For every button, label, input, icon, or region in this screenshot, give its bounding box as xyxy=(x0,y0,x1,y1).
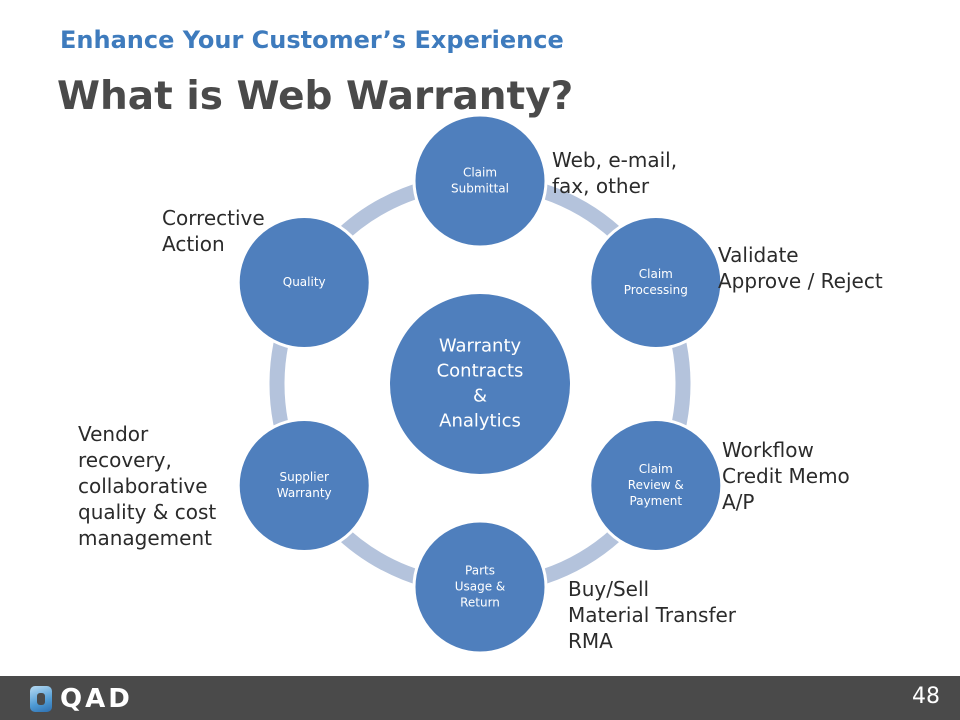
node-parts-usage-return xyxy=(412,519,548,655)
node-claim-review-payment xyxy=(588,418,724,553)
node-quality xyxy=(236,215,372,350)
qad-logo: QAD xyxy=(30,684,133,714)
center-label-line: & xyxy=(473,386,487,407)
center-label-line: Analytics xyxy=(439,411,521,432)
node-label-parts-usage-return: Parts xyxy=(465,564,495,578)
node-label-parts-usage-return: Return xyxy=(460,596,500,610)
node-label-claim-submittal: Submittal xyxy=(451,182,509,196)
node-label-supplier-warranty: Supplier xyxy=(279,470,329,484)
annotation-claim-submittal: Web, e-mail, fax, other xyxy=(552,148,678,198)
annotation-claim-processing: Validate Approve / Reject xyxy=(718,243,883,293)
page-number: 48 xyxy=(912,684,940,709)
node-label-supplier-warranty: Warranty xyxy=(277,486,332,500)
qad-logo-icon xyxy=(30,686,52,712)
center-label-line: Warranty xyxy=(439,336,522,357)
node-claim-submittal xyxy=(412,113,548,249)
annotation-supplier-warranty: Vendor recovery, collaborative quality &… xyxy=(78,422,217,550)
node-label-claim-processing: Processing xyxy=(624,283,688,297)
slide-title: What is Web Warranty? xyxy=(57,74,574,119)
annotation-claim-review-payment: Workflow Credit Memo A/P xyxy=(722,438,850,514)
node-label-claim-review-payment: Payment xyxy=(630,494,683,508)
node-label-claim-review-payment: Claim xyxy=(639,462,673,476)
qad-logo-text: QAD xyxy=(60,684,133,714)
annotation-parts-usage-return: Buy/Sell Material Transfer RMA xyxy=(568,577,737,653)
center-label-line: Contracts xyxy=(437,361,524,382)
node-claim-processing xyxy=(588,215,724,350)
node-label-claim-submittal: Claim xyxy=(463,166,497,180)
slide-subtitle: Enhance Your Customer’s Experience xyxy=(60,26,564,54)
annotation-quality: Corrective Action xyxy=(162,206,265,256)
node-supplier-warranty xyxy=(236,418,372,553)
node-label-parts-usage-return: Usage & xyxy=(455,580,506,594)
node-label-claim-review-payment: Review & xyxy=(628,478,684,492)
node-label-claim-processing: Claim xyxy=(639,267,673,281)
center-circle xyxy=(390,294,570,474)
node-label-quality: Quality xyxy=(283,275,326,289)
footer-bar: QAD 48 xyxy=(0,676,960,720)
